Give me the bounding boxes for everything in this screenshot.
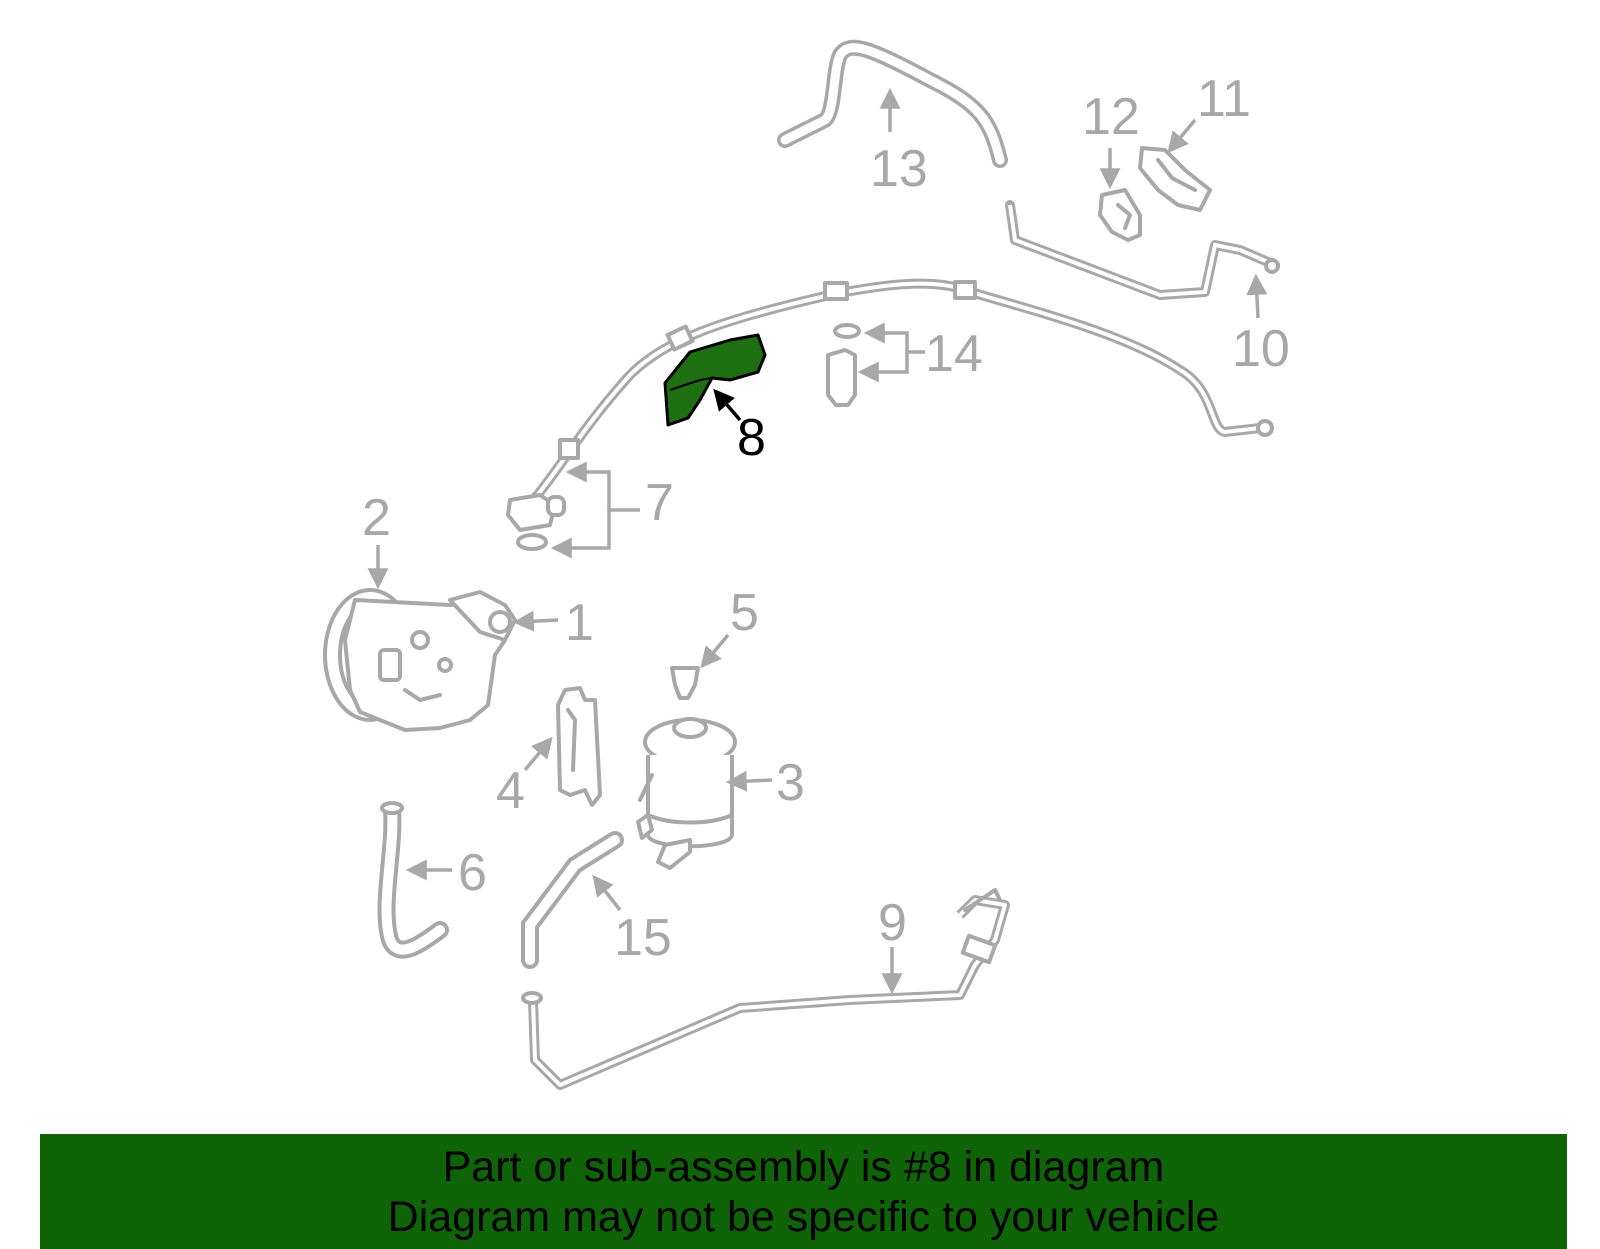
part-5-cap bbox=[670, 666, 700, 700]
callout-15: 15 bbox=[614, 909, 672, 967]
callout-13: 13 bbox=[870, 140, 928, 198]
callout-8: 8 bbox=[737, 409, 766, 467]
part-14-switch bbox=[826, 323, 861, 407]
callout-6: 6 bbox=[458, 844, 487, 902]
callout-5: 5 bbox=[730, 584, 759, 642]
part-8-bracket-highlighted bbox=[663, 333, 767, 427]
callout-14: 14 bbox=[925, 325, 983, 383]
callout-7: 7 bbox=[645, 474, 674, 532]
parts-diagram: 13 11 12 10 14 8 7 2 1 5 3 4 6 15 9 bbox=[323, 39, 1290, 1090]
part-9-tube bbox=[521, 888, 1010, 1090]
callout-11: 11 bbox=[1197, 70, 1251, 128]
callout-labels: 13 11 12 10 14 8 7 2 1 5 3 4 6 15 9 bbox=[362, 70, 1290, 967]
part-3-reservoir bbox=[636, 717, 737, 870]
part-15-hose bbox=[521, 831, 624, 969]
part-6-hose bbox=[377, 801, 449, 959]
part-7-pressure-hose bbox=[506, 278, 1274, 551]
part-13-hose bbox=[777, 39, 1008, 168]
callout-3: 3 bbox=[776, 754, 805, 812]
part-11-clamp bbox=[1138, 146, 1212, 212]
callout-12: 12 bbox=[1082, 88, 1140, 146]
callout-1: 1 bbox=[565, 594, 594, 652]
part-12-clamp bbox=[1098, 188, 1142, 242]
callout-4: 4 bbox=[496, 762, 525, 820]
callout-2: 2 bbox=[362, 489, 391, 547]
part-4-bracket bbox=[556, 686, 602, 807]
banner-line-2: Diagram may not be specific to your vehi… bbox=[387, 1193, 1220, 1241]
part-10-tube bbox=[1005, 200, 1280, 300]
banner-line-1: Part or sub-assembly is #8 in diagram bbox=[442, 1143, 1165, 1191]
leader-lines bbox=[367, 87, 1268, 995]
callout-9: 9 bbox=[878, 894, 907, 952]
callout-10: 10 bbox=[1232, 320, 1290, 378]
info-banner: Part or sub-assembly is #8 in diagram Di… bbox=[40, 1134, 1567, 1249]
part-1-pump bbox=[323, 588, 517, 732]
